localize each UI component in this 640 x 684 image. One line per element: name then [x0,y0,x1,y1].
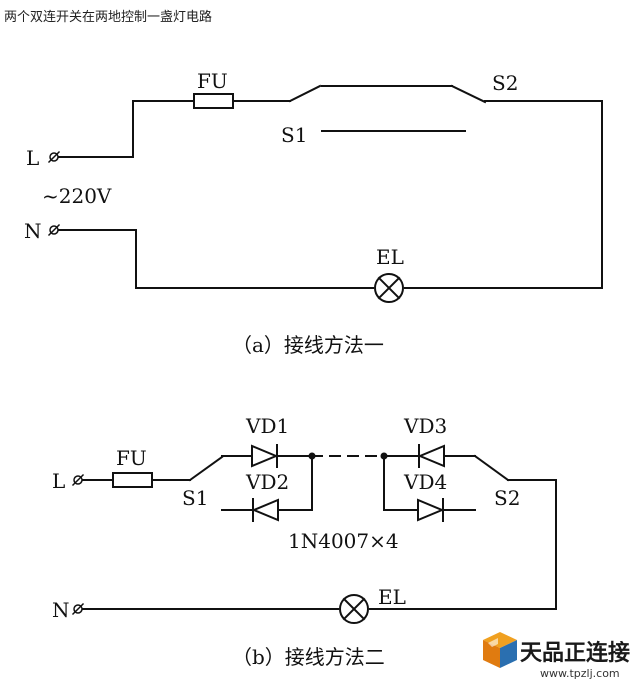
diode2-label: VD2 [245,470,289,494]
lamp-b [339,594,369,624]
page-title: 两个双连开关在两地控制一盏灯电路 [4,10,213,25]
fuse-b [112,472,153,488]
switch1-label-b: S1 [182,486,208,510]
terminal-n-a [47,223,61,237]
diode4-label: VD4 [403,470,447,494]
switch1-label-a: S1 [281,123,307,147]
terminal-l-a [47,150,61,164]
fuse-label-a: FU [197,69,228,93]
voltage-label-a: ~220V [42,184,112,208]
lamp-label-b: EL [378,585,406,609]
live-label-b: L [52,469,65,493]
terminal-l-b [71,473,85,487]
neutral-label-b: N [52,598,70,622]
diode1-label: VD1 [245,414,289,438]
junction-dot [380,452,388,460]
neutral-label-a: N [24,219,42,243]
diode-vd3 [417,444,445,468]
junction-dot [308,452,316,460]
switch2-label-b: S2 [494,486,520,510]
diode-vd1 [251,444,279,468]
fuse-label-b: FU [116,446,147,470]
diode-vd4 [417,498,445,522]
live-label-a: L [26,146,39,170]
diode3-label: VD3 [403,414,447,438]
watermark-name: 天品正连接 [520,640,630,666]
caption-a: （a）接线方法一 [232,333,384,357]
diagram-a-wires [58,84,603,289]
lamp-label-a: EL [376,245,404,269]
diagram-b-wires [81,454,557,610]
lamp-a [374,273,404,303]
fuse-a [193,93,234,109]
caption-b: （b）接线方法二 [232,645,385,669]
diode-vd2 [251,498,279,522]
terminal-n-b [71,602,85,616]
watermark-url: www.tpzlj.com [540,667,620,680]
watermark-logo [483,632,517,668]
switch2-label-a: S2 [492,71,518,95]
diode-spec-label: 1N4007×4 [288,529,399,553]
